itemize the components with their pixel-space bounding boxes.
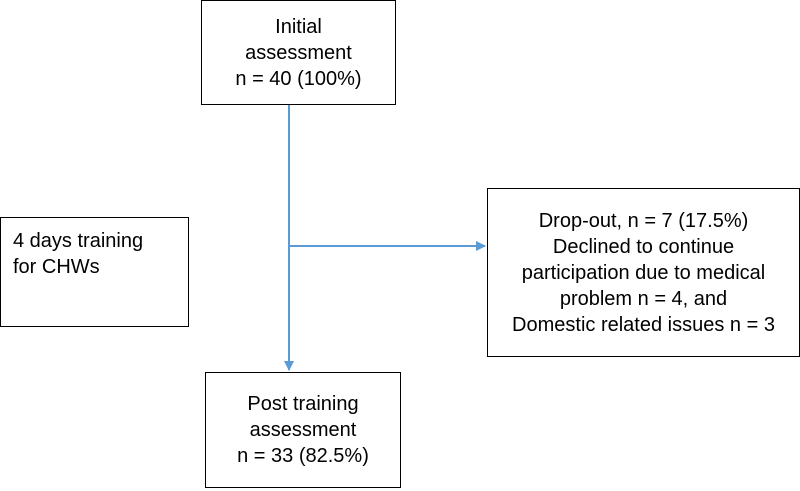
dropout-box: Drop-out, n = 7 (17.5%) Declined to cont… — [487, 188, 800, 357]
initial-assessment-line-3: n = 40 (100%) — [235, 67, 362, 90]
initial-assessment-line-1: Initial — [275, 15, 322, 38]
dropout-line-1: Drop-out, n = 7 (17.5%) — [538, 209, 749, 232]
dropout-line-2: Declined to continue — [552, 235, 735, 258]
initial-assessment-line-2: assessment — [245, 41, 352, 64]
post-training-assessment-box: Post training assessment n = 33 (82.5%) — [205, 372, 401, 488]
training-line-2: for CHWs — [13, 256, 100, 278]
dropout-line-5: Domestic related issues n = 3 — [512, 313, 775, 336]
training-line-1: 4 days training — [13, 230, 144, 252]
dropout-line-4: problem n = 4, and — [559, 287, 728, 310]
training-box: 4 days training for CHWs — [0, 217, 189, 327]
post-training-line-1: Post training — [247, 393, 359, 415]
dropout-line-3: participation due to medical — [521, 261, 766, 284]
post-training-line-2: assessment — [249, 419, 357, 441]
post-training-line-3: n = 33 (82.5%) — [237, 445, 369, 467]
initial-assessment-box: Initial assessment n = 40 (100%) — [201, 0, 396, 105]
